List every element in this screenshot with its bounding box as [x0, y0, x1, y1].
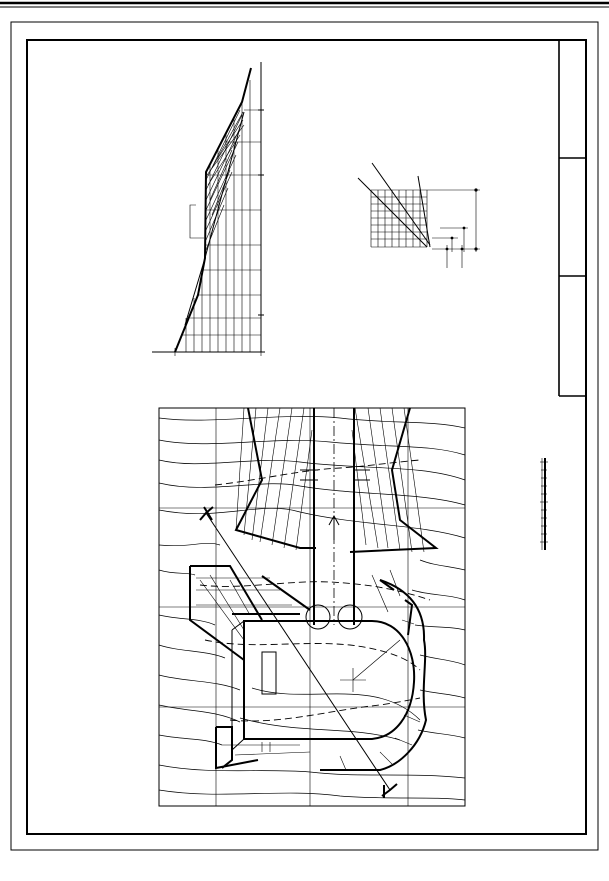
turnaround-circle-right [337, 604, 363, 630]
plan-view [158, 407, 466, 807]
section-cut-line [199, 506, 398, 798]
header-rule [0, 1, 609, 8]
contour-lines [158, 416, 466, 801]
slope-fan-right [351, 407, 425, 553]
section-view [152, 62, 265, 356]
platform-outline [231, 620, 416, 751]
outer-border [10, 21, 599, 851]
slope-fan-left [235, 407, 313, 551]
scale-bar [540, 458, 548, 550]
turnaround-circle-left [305, 604, 331, 630]
inner-border [26, 39, 587, 835]
title-block [558, 40, 586, 397]
road-corridor [300, 408, 370, 625]
detail-grid-view [357, 162, 480, 268]
